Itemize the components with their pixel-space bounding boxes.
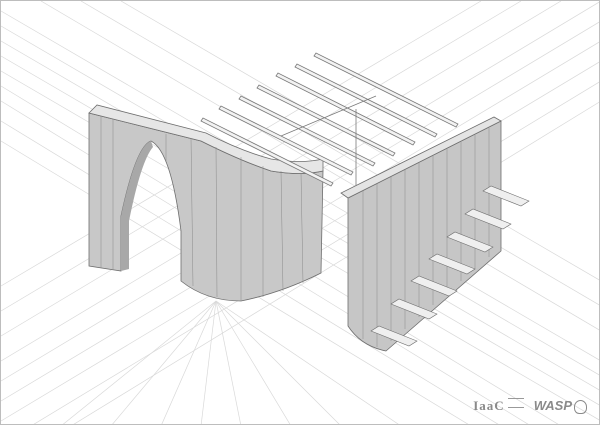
wasp-logo: WASP bbox=[534, 398, 587, 414]
cantilever-brackets bbox=[370, 185, 530, 347]
logo-bar: IaaC WASP bbox=[473, 398, 587, 414]
left-wall bbox=[88, 104, 324, 302]
right-wall bbox=[340, 116, 530, 352]
roof-joists bbox=[200, 52, 459, 187]
iaac-logo: IaaC bbox=[473, 398, 524, 414]
wasp-mark-icon bbox=[574, 399, 587, 414]
